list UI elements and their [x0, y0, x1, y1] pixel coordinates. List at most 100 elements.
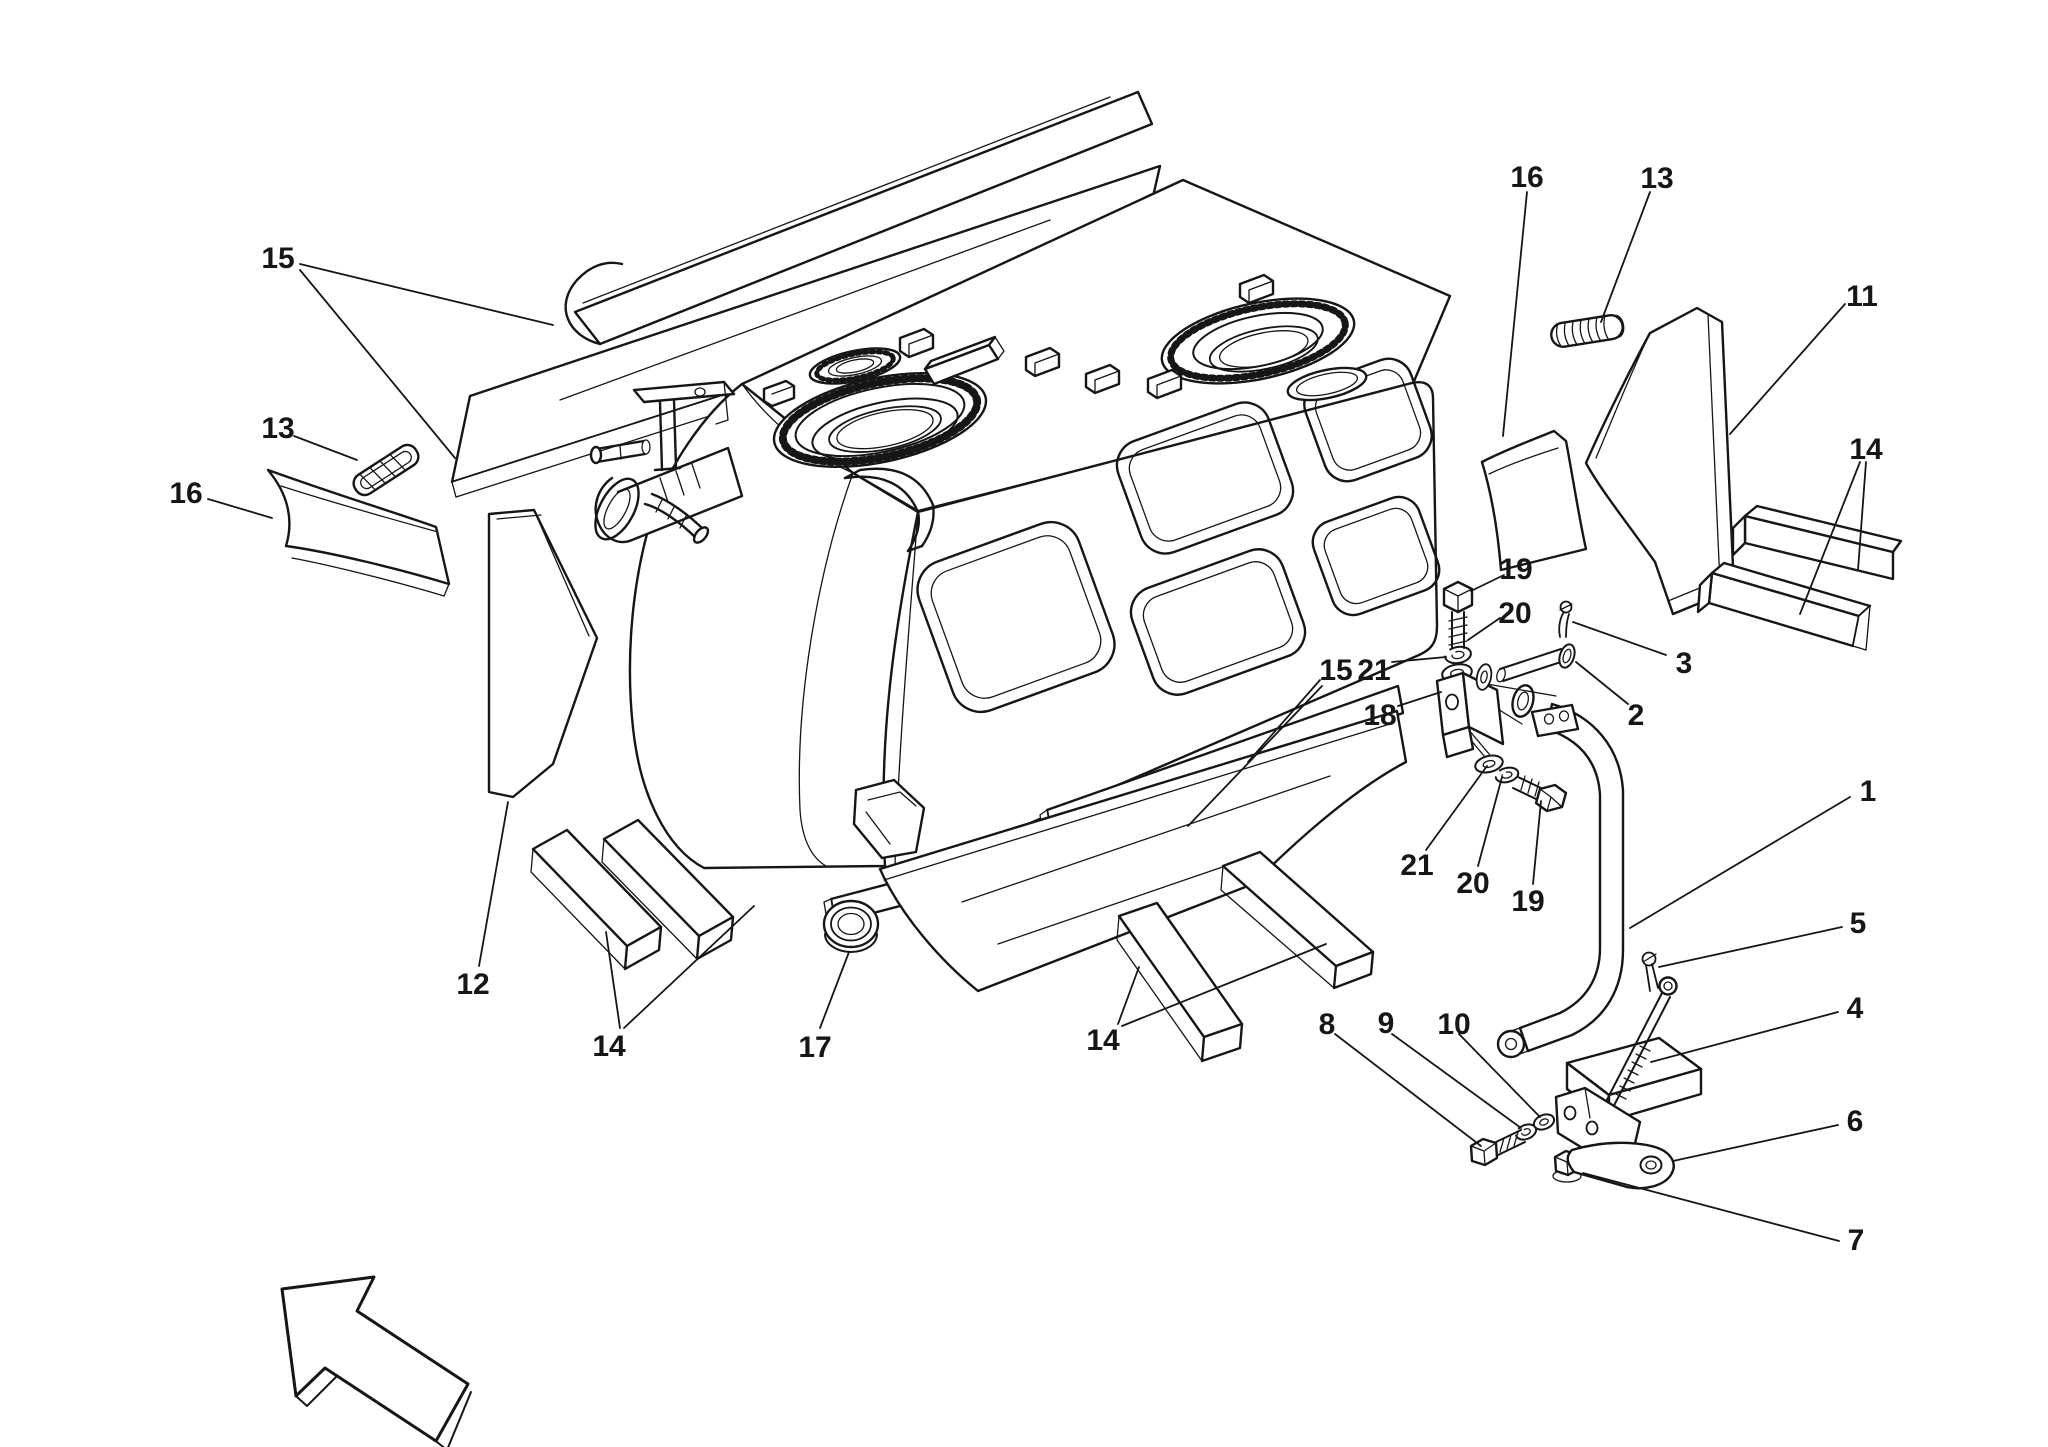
callout-19-upper: 19: [1470, 553, 1533, 592]
insulation-pad-16-right: [1480, 429, 1588, 572]
callout-leader-16-right: [1502, 191, 1528, 437]
callout-14-right: 14: [1799, 433, 1883, 615]
insulation-panel-11: [1584, 306, 1736, 616]
callout-leader-13-left: [293, 435, 358, 461]
callout-label-1: 1: [1860, 775, 1877, 808]
callout-label-2: 2: [1628, 699, 1645, 732]
callout-leader-8: [1334, 1033, 1482, 1147]
callout-label-8: 8: [1319, 1008, 1336, 1041]
callout-leader-5: [1658, 926, 1843, 968]
callout-leader-19-upper: [1470, 574, 1505, 592]
callout-16-right: 16: [1502, 161, 1544, 437]
callout-leader-15-top-left: [299, 263, 554, 326]
callout-21-upper: 21: [1357, 654, 1447, 687]
callout-label-9: 9: [1378, 1007, 1395, 1040]
callout-label-14-bottom-left: 14: [592, 1030, 626, 1063]
callout-leader-19-lower: [1532, 800, 1542, 885]
callout-17: 17: [798, 951, 850, 1064]
bolt-8: [1469, 1129, 1526, 1167]
spacer-washer-vertical: [1475, 663, 1493, 691]
upper-fastener-group: [1435, 580, 1576, 813]
callout-label-12: 12: [456, 968, 489, 1001]
callout-leader-14-right: [1799, 461, 1861, 615]
callout-1: 1: [1629, 775, 1877, 929]
anchor-plate-6: [1566, 1141, 1675, 1190]
callout-11: 11: [1729, 280, 1878, 435]
callout-label-21-upper: 21: [1357, 654, 1390, 687]
corrugated-strip-13-left: [352, 443, 420, 497]
callout-18: 18: [1363, 691, 1442, 732]
callout-5: 5: [1658, 907, 1867, 968]
callout-label-7: 7: [1848, 1224, 1865, 1257]
callout-leader-21-upper: [1391, 656, 1447, 663]
bolt-19-lower: [1512, 775, 1568, 813]
callout-label-14-center: 14: [1086, 1024, 1120, 1057]
callout-leader-14-right: [1857, 461, 1867, 571]
callout-label-17: 17: [798, 1031, 831, 1064]
callout-label-21-lower: 21: [1400, 849, 1433, 882]
callout-leader-14-center: [1117, 966, 1140, 1025]
spacer-bars-14-right: [1696, 504, 1903, 651]
callout-leader-11: [1729, 303, 1846, 435]
callout-16-left: 16: [169, 477, 273, 519]
flat-washer-10: [1532, 1113, 1556, 1131]
insulation-panel-12: [487, 508, 599, 799]
cotter-pin-5: [1641, 951, 1659, 992]
corrugated-sleeve-13-right: [1550, 314, 1625, 348]
insulation-pad-16-left: [266, 468, 451, 597]
callout-15-center: 15: [1187, 654, 1353, 827]
tank-recess-mid-top: [1115, 401, 1295, 555]
top-clips: [762, 273, 1275, 408]
callout-20-upper: 20: [1467, 597, 1532, 641]
callout-leader-7: [1582, 1172, 1840, 1242]
callout-leader-3: [1572, 621, 1667, 656]
callout-label-19-lower: 19: [1511, 885, 1544, 918]
tank-recess-large: [916, 520, 1116, 714]
callout-6: 6: [1672, 1105, 1863, 1162]
callout-leader-21-lower: [1425, 765, 1488, 851]
retaining-strap-1: [1496, 684, 1625, 1059]
top-rail: [923, 335, 1005, 386]
callout-label-20-lower: 20: [1456, 867, 1489, 900]
spacer-bars-14-left: [530, 818, 735, 971]
callout-label-14-right: 14: [1849, 433, 1883, 466]
callout-21-lower: 21: [1400, 765, 1488, 882]
callout-4: 4: [1650, 992, 1864, 1063]
filler-cap-right: [1286, 366, 1368, 402]
callout-leader-9: [1391, 1033, 1522, 1129]
callout-3: 3: [1572, 621, 1693, 680]
callout-leader-2: [1575, 661, 1629, 705]
callout-7: 7: [1582, 1172, 1865, 1257]
fuel-tank-body: [589, 178, 1452, 872]
callout-leader-20-upper: [1467, 617, 1501, 641]
callout-19-lower: 19: [1511, 800, 1545, 918]
callout-leader-18: [1397, 691, 1442, 707]
callout-leader-15-top-left: [299, 269, 456, 459]
callout-leader-4: [1650, 1011, 1839, 1063]
callout-leader-13-right: [1600, 191, 1651, 323]
filler-ring-left: [772, 371, 988, 469]
callout-label-16-right: 16: [1510, 161, 1543, 194]
callout-label-15-top-left: 15: [261, 242, 294, 275]
tank-recess-mid-bottom: [1129, 548, 1307, 696]
callout-leader-1: [1629, 796, 1851, 929]
callout-label-13-left: 13: [261, 412, 294, 445]
breather-hose: [643, 492, 710, 544]
grommet-17: [822, 899, 880, 953]
callout-label-10: 10: [1437, 1008, 1470, 1041]
callout-leader-10: [1458, 1033, 1541, 1118]
lower-fastener-group: [1469, 951, 1703, 1190]
callout-label-5: 5: [1850, 907, 1867, 940]
callout-label-3: 3: [1676, 647, 1693, 680]
bolt-19-upper: [1442, 580, 1474, 649]
callout-label-20-upper: 20: [1498, 597, 1531, 630]
callout-12: 12: [456, 801, 509, 1001]
callout-label-15-center: 15: [1319, 654, 1352, 687]
vent-nipple: [589, 439, 651, 465]
mount-bracket-left: [632, 380, 736, 472]
callout-label-4: 4: [1847, 992, 1864, 1025]
flat-washer-21-lower: [1474, 754, 1504, 774]
callout-leader-20-lower: [1477, 776, 1503, 867]
